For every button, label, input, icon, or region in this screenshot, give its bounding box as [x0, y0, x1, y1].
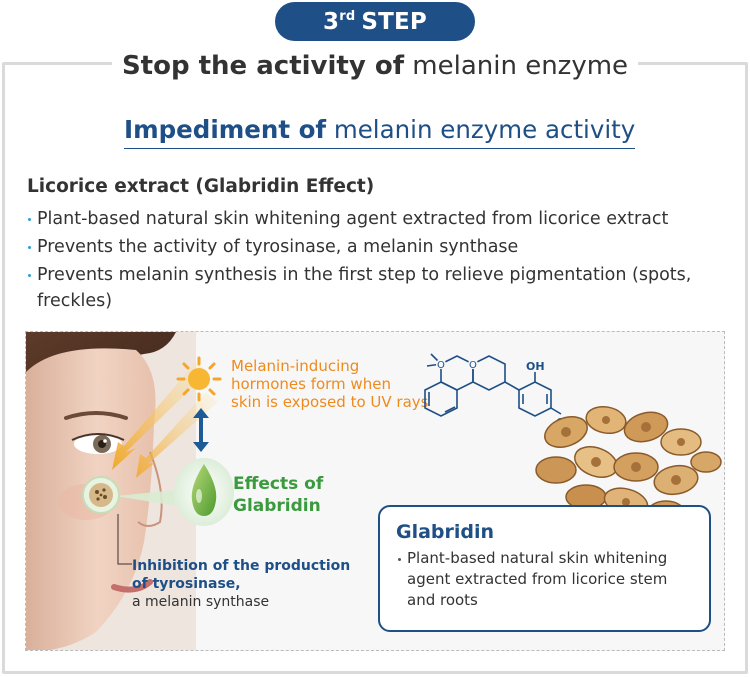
- uv-line: Melanin-inducing: [231, 357, 360, 375]
- section-subtitle: Impediment of melanin enzyme activity: [124, 113, 636, 149]
- step-ordinal: rd: [339, 9, 356, 24]
- uv-line: hormones form when: [231, 375, 391, 393]
- sun-icon: [176, 356, 222, 402]
- licorice-root-image: [535, 405, 722, 524]
- leader-line: [117, 514, 132, 565]
- inhibition-strong: Inhibition of the production: [132, 558, 351, 574]
- section-heading: Licorice extract (Glabridin Effect): [27, 176, 375, 197]
- droplet-icon: [116, 458, 234, 526]
- double-arrow-icon: [193, 408, 209, 452]
- inhibition-label: Inhibition of the production of tyrosina…: [132, 557, 350, 611]
- molecule-icon: O O OH OH: [424, 353, 571, 429]
- molecule-oh-label: OH: [526, 360, 545, 373]
- inhibition-strong: of tyrosinase,: [132, 576, 241, 592]
- feature-list: Plant-based natural skin whitening agent…: [27, 206, 707, 316]
- glabridin-description: Plant-based natural skin whitening agent…: [396, 548, 693, 611]
- effects-line: Glabridin: [233, 496, 321, 516]
- uv-description: Melanin-inducing hormones form when skin…: [231, 357, 428, 411]
- melanin-cell-icon: [82, 476, 120, 514]
- svg-text:O: O: [437, 360, 445, 371]
- list-item: Prevents melanin synthesis in the first …: [27, 262, 707, 314]
- svg-text:O: O: [469, 360, 477, 371]
- effects-label: Effects of Glabridin: [233, 473, 323, 517]
- page-title: Stop the activity of melanin enzyme: [112, 44, 638, 88]
- subtitle-bold: Impediment of: [124, 115, 327, 144]
- uv-line: skin is exposed to UV rays: [231, 393, 429, 411]
- page-title-bold: Stop the activity of: [121, 51, 405, 81]
- step-label: STEP: [361, 8, 427, 35]
- glabridin-box: Glabridin Plant-based natural skin white…: [378, 505, 711, 632]
- glabridin-title: Glabridin: [396, 521, 495, 543]
- inhibition-normal: a melanin synthase: [132, 594, 270, 610]
- subtitle-normal: melanin enzyme activity: [333, 115, 636, 144]
- effects-line: Effects of: [233, 474, 324, 494]
- step-number: 3: [323, 8, 340, 35]
- page-title-normal: melanin enzyme: [412, 51, 629, 81]
- list-item: Prevents the activity of tyrosinase, a m…: [27, 234, 707, 260]
- list-item: Plant-based natural skin whitening agent…: [27, 206, 707, 232]
- illustration-panel: Melanin-inducing hormones form when skin…: [25, 331, 725, 651]
